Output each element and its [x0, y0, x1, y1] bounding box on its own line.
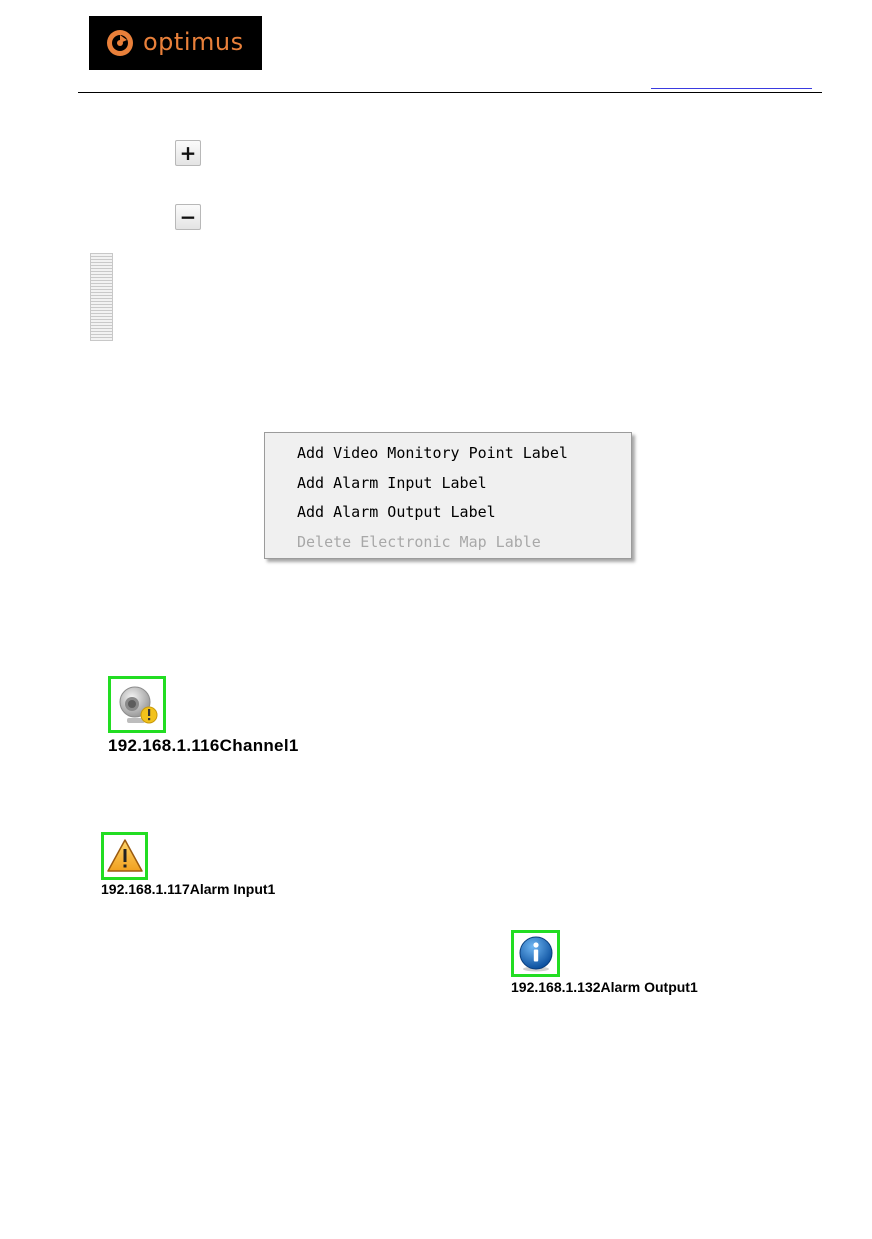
alarm-input-label-text: 192.168.1.117Alarm Input1	[101, 881, 276, 897]
optimus-logo-mark-icon	[107, 30, 133, 56]
header-divider	[78, 92, 822, 93]
info-icon	[519, 936, 552, 971]
map-label-alarm-output[interactable]: 192.168.1.132Alarm Output1	[511, 930, 698, 995]
menu-item-add-alarm-input-label[interactable]: Add Alarm Input Label	[297, 473, 487, 492]
minus-icon: −	[179, 205, 197, 229]
menu-item-add-alarm-output-label[interactable]: Add Alarm Output Label	[297, 503, 496, 521]
zoom-in-button[interactable]: +	[175, 140, 201, 166]
map-label-channel[interactable]: 192.168.1.116Channel1	[108, 676, 299, 756]
alarm-output-label-text: 192.168.1.132Alarm Output1	[511, 979, 698, 995]
alarm-input-icon-frame[interactable]	[101, 832, 148, 880]
channel-icon-frame[interactable]	[108, 676, 166, 733]
camera-warning-icon	[119, 686, 158, 723]
logo-text: optimus	[143, 28, 244, 56]
menu-item-delete-electronic-map-label: Delete Electronic Map Lable	[297, 532, 541, 551]
zoom-slider[interactable]	[90, 253, 113, 341]
context-menu: Add Video Monitory Point Label Add Alarm…	[264, 432, 632, 559]
map-label-alarm-input[interactable]: 192.168.1.117Alarm Input1	[101, 832, 275, 897]
zoom-out-button[interactable]: −	[175, 204, 201, 230]
header-link-underline	[651, 88, 812, 89]
alarm-output-icon-frame[interactable]	[511, 930, 560, 977]
optimus-logo: optimus	[89, 16, 262, 70]
plus-icon: +	[179, 141, 197, 165]
warning-triangle-icon	[106, 839, 143, 872]
menu-item-add-video-monitory-point-label[interactable]: Add Video Monitory Point Label	[297, 444, 568, 462]
channel-label-text: 192.168.1.116Channel1	[108, 736, 299, 755]
